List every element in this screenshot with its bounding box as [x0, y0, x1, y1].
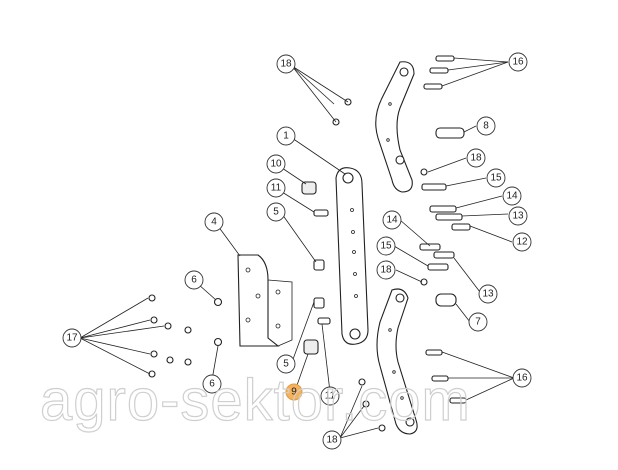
callout-9-highlighted: 9: [285, 383, 303, 401]
callout-18-mid: 18: [376, 260, 396, 280]
callout-11-bottom: 11: [320, 386, 340, 406]
callout-16-top: 16: [508, 52, 528, 72]
lower-curved-arm: [376, 288, 418, 435]
svg-text:8: 8: [483, 121, 489, 132]
highlight-dot: [285, 383, 303, 401]
svg-text:7: 7: [475, 317, 481, 328]
callout-4: 4: [204, 212, 224, 232]
callout-11-top: 11: [266, 178, 286, 198]
svg-text:6: 6: [209, 379, 215, 390]
svg-text:18: 18: [280, 59, 292, 70]
svg-text:5: 5: [283, 359, 289, 370]
callout-18-bottom: 18: [322, 430, 342, 450]
callout-13-lower: 13: [478, 284, 498, 304]
svg-text:16: 16: [512, 57, 524, 68]
callout-5-top: 5: [266, 202, 286, 222]
svg-text:14: 14: [386, 215, 398, 226]
callout-5-bottom: 5: [276, 354, 296, 374]
svg-text:12: 12: [516, 237, 528, 248]
svg-text:18: 18: [380, 265, 392, 276]
svg-text:11: 11: [271, 183, 282, 194]
svg-text:6: 6: [191, 275, 197, 286]
callout-15-left: 15: [376, 236, 396, 256]
callout-6-bottom: 6: [202, 374, 222, 394]
svg-text:15: 15: [380, 241, 392, 252]
svg-text:18: 18: [326, 435, 338, 446]
leader-lines: [79, 57, 515, 439]
svg-text:5: 5: [273, 207, 279, 218]
svg-text:17: 17: [66, 333, 78, 344]
callout-18-top: 18: [276, 54, 296, 74]
callout-14-right: 14: [502, 186, 522, 206]
watermark-text: agro-sektor.com: [40, 368, 471, 433]
part-1-link-bar: [335, 167, 369, 345]
callout-18-right: 18: [466, 148, 486, 168]
callout-13-right: 13: [508, 206, 528, 226]
svg-text:14: 14: [506, 191, 518, 202]
upper-curved-arm: [375, 61, 415, 193]
callout-1: 1: [276, 126, 296, 146]
callout-10: 10: [266, 154, 286, 174]
callout-12: 12: [512, 232, 532, 252]
svg-text:11: 11: [325, 391, 336, 402]
callout-16-bottom: 16: [512, 368, 532, 388]
svg-text:4: 4: [211, 217, 217, 228]
callout-bubbles: 18 1 10 11 5 4 6 17 5 6 9 11 18 16 8 18 …: [62, 52, 532, 450]
svg-text:9: 9: [291, 387, 297, 398]
part-4-bracket-plate: [237, 254, 293, 347]
callout-17: 17: [62, 328, 82, 348]
svg-text:10: 10: [270, 159, 282, 170]
svg-text:13: 13: [512, 211, 524, 222]
hardware-items: [148, 55, 471, 432]
callout-7: 7: [468, 312, 488, 332]
callout-15-top: 15: [486, 168, 506, 188]
svg-text:13: 13: [482, 289, 494, 300]
svg-text:18: 18: [470, 153, 482, 164]
callout-14-left: 14: [382, 210, 402, 230]
svg-text:1: 1: [283, 131, 289, 142]
svg-text:16: 16: [516, 373, 528, 384]
svg-text:15: 15: [490, 173, 502, 184]
callout-6-top: 6: [184, 270, 204, 290]
callout-8: 8: [476, 116, 496, 136]
